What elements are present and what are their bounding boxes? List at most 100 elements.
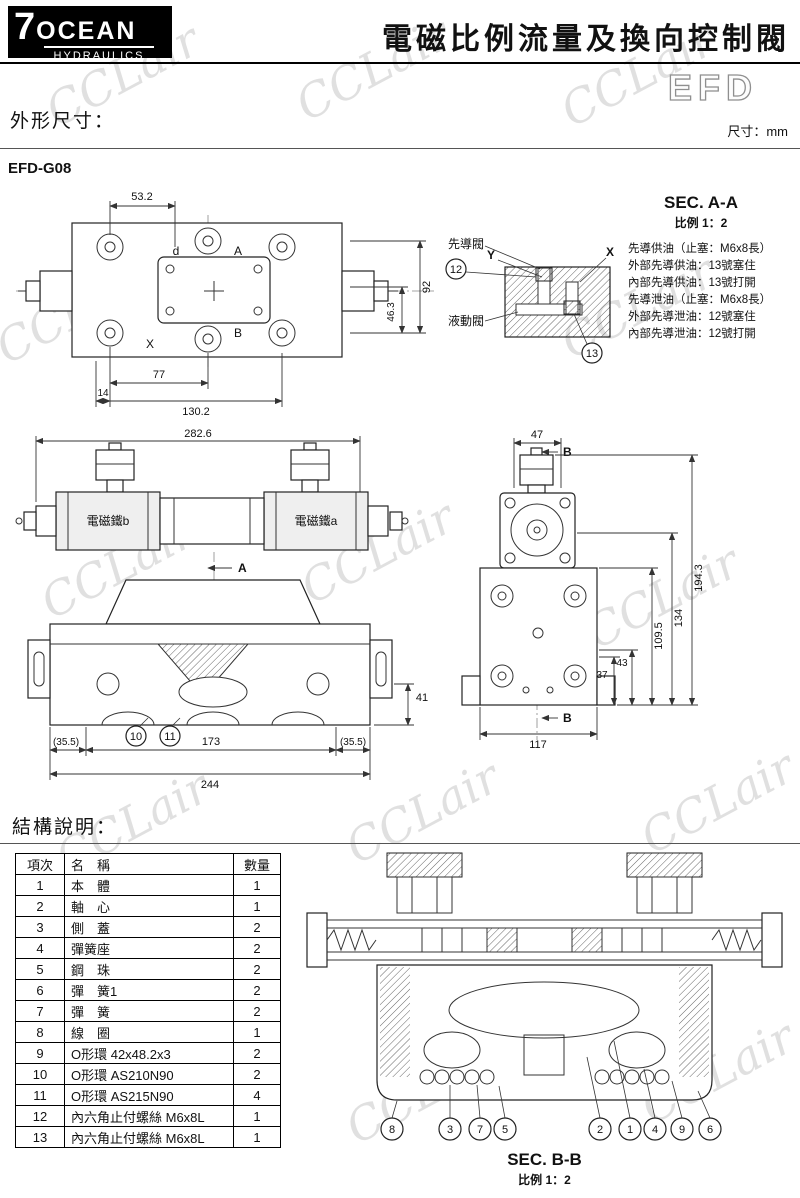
dim-14: 14 bbox=[97, 388, 109, 399]
balloon-13 bbox=[581, 342, 603, 364]
y-port-label: Y bbox=[487, 248, 495, 262]
balloon-11 bbox=[159, 725, 181, 747]
balloon-8 bbox=[380, 1117, 404, 1141]
pilot-note: 內部先導供油：13號打開 bbox=[628, 277, 756, 289]
dim-173: 173 bbox=[202, 736, 220, 748]
logo-ocean: OCEAN bbox=[36, 17, 137, 45]
solenoid-a-label: 電磁鐵a bbox=[295, 513, 338, 528]
cell-item: 1 bbox=[15, 874, 65, 896]
cell-name: 軸 心 bbox=[64, 895, 234, 917]
dim-244: 244 bbox=[201, 779, 219, 791]
side-view-dimensions: 194.3 134 109.5 43 37 117 bbox=[479, 454, 705, 751]
sec-bb-caption: SEC. B-B 比例 1：2 bbox=[292, 1150, 797, 1188]
cell-item: 2 bbox=[15, 895, 65, 917]
pilot-note: 先導供油（止塞：M6x8長） bbox=[628, 243, 772, 255]
cell-qty: 2 bbox=[233, 1063, 281, 1085]
balloon-1-label: 1 bbox=[627, 1124, 633, 1136]
cell-item: 8 bbox=[15, 1021, 65, 1043]
cell-name: 內六角止付螺絲 M6x8L bbox=[64, 1105, 234, 1127]
cell-qty: 2 bbox=[233, 916, 281, 938]
sec-aa-title: SEC. A-A bbox=[664, 193, 738, 212]
dim-130-2: 130.2 bbox=[182, 406, 210, 418]
structure-section-label: 結構說明： bbox=[12, 817, 118, 838]
dim-117: 117 bbox=[529, 739, 547, 751]
cell-qty: 2 bbox=[233, 979, 281, 1001]
cell-qty: 2 bbox=[233, 1000, 281, 1022]
brand-logo: 7 OCEAN HYDRAULICS bbox=[8, 6, 172, 62]
sec-aa-callouts: 先導閥 Y X 液動閥 12 13 bbox=[445, 237, 614, 364]
balloon-3 bbox=[438, 1117, 462, 1141]
port-label-x: X bbox=[146, 337, 154, 351]
cell-name: O形環 AS215N90 bbox=[64, 1084, 234, 1106]
section-a-label: A bbox=[238, 561, 247, 575]
front-view-solenoid-assembly: 電磁鐵b 電磁鐵a bbox=[15, 442, 409, 551]
front-view-balloons: 10 11 bbox=[125, 717, 181, 747]
balloon-6-label: 6 bbox=[707, 1124, 713, 1136]
cell-qty: 1 bbox=[233, 1105, 281, 1127]
top-view-body bbox=[16, 215, 434, 367]
cell-name: 鋼 珠 bbox=[64, 958, 234, 980]
model-label: EFD-G08 bbox=[8, 160, 72, 177]
cell-item: 3 bbox=[15, 916, 65, 938]
dim-47: 47 bbox=[531, 429, 543, 441]
section-b-label: B bbox=[563, 445, 572, 459]
sec-bb-scale: 比例 1：2 bbox=[518, 1173, 571, 1187]
unit-label: 尺寸：mm bbox=[727, 124, 788, 139]
sec-bb-title: SEC. B-B bbox=[507, 1150, 582, 1169]
cell-name: 側 蓋 bbox=[64, 916, 234, 938]
sec-aa-block bbox=[504, 266, 611, 338]
cell-name: 線 圈 bbox=[64, 1021, 234, 1043]
cell-item: 4 bbox=[15, 937, 65, 959]
sec-aa-drawing: 先導閥 Y X 液動閥 12 13 bbox=[445, 237, 614, 364]
balloon-8-label: 8 bbox=[389, 1124, 395, 1136]
dim-194-3: 194.3 bbox=[693, 564, 705, 592]
sec-bb-balloons: 8 3 7 5 2 1 4 9 6 bbox=[380, 1040, 722, 1141]
cell-qty: 2 bbox=[233, 958, 281, 980]
structure-divider bbox=[0, 843, 800, 844]
cell-item: 12 bbox=[15, 1105, 65, 1127]
cell-name: O形環 AS210N90 bbox=[64, 1063, 234, 1085]
x-port-label: X bbox=[606, 245, 614, 259]
parts-table-header-row: 項次 名 稱 數量 bbox=[15, 853, 281, 875]
balloon-10 bbox=[125, 725, 147, 747]
balloon-4-label: 4 bbox=[652, 1124, 658, 1136]
series-code-svg: EFD bbox=[667, 66, 752, 108]
cell-item: 10 bbox=[15, 1063, 65, 1085]
port-label-b: B bbox=[234, 326, 242, 340]
cell-name: 本 體 bbox=[64, 874, 234, 896]
side-view-drawing: 47 B B bbox=[461, 429, 705, 751]
series-code: EFD bbox=[664, 66, 794, 115]
page-title: 電磁比例流量及換向控制閥 bbox=[382, 23, 790, 56]
cell-qty: 2 bbox=[233, 1042, 281, 1064]
balloon-12-label: 12 bbox=[450, 264, 462, 276]
balloon-3-label: 3 bbox=[447, 1124, 453, 1136]
balloon-11-label: 11 bbox=[164, 731, 175, 743]
balloon-1 bbox=[618, 1117, 642, 1141]
front-view-drawing: 282.6 電磁鐵b 電磁鐵a A A bbox=[15, 428, 428, 791]
side-view-body bbox=[461, 447, 616, 706]
cell-name: 內六角止付螺絲 M6x8L bbox=[64, 1126, 234, 1148]
side-view-dim-47: 47 bbox=[513, 429, 562, 488]
top-view-port-labels: d A B X bbox=[146, 244, 242, 351]
port-label-a: A bbox=[234, 244, 242, 258]
pilot-note: 外部先導泄油：12號塞住 bbox=[628, 311, 756, 323]
balloon-2-label: 2 bbox=[597, 1124, 603, 1136]
dim-53-2: 53.2 bbox=[131, 191, 152, 203]
balloon-7 bbox=[468, 1117, 492, 1141]
balloon-9 bbox=[670, 1117, 694, 1141]
dim-134: 134 bbox=[673, 609, 685, 627]
dim-92: 92 bbox=[421, 281, 433, 293]
balloon-10-label: 10 bbox=[130, 731, 142, 743]
header-divider bbox=[0, 62, 800, 64]
dim-77: 77 bbox=[153, 369, 165, 381]
